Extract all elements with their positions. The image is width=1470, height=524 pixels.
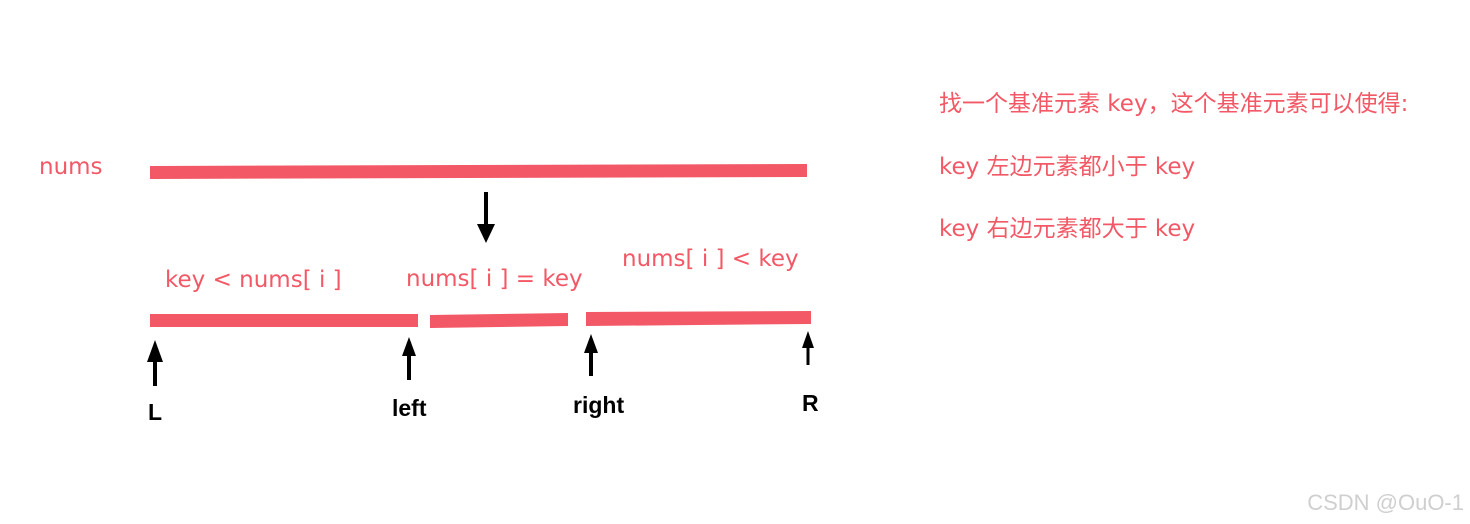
down-arrow-icon xyxy=(477,192,495,243)
up-arrow-right-icon xyxy=(584,334,598,376)
segment-label-less: key < nums[ i ] xyxy=(165,267,342,293)
up-arrow-l-icon xyxy=(147,340,163,386)
marker-l-label: L xyxy=(148,399,163,425)
note-line-1: 找一个基准元素 key，这个基准元素可以使得: xyxy=(939,91,1409,117)
segment-label-greater: nums[ i ] < key xyxy=(622,246,799,272)
segment-label-equal: nums[ i ] = key xyxy=(406,266,583,292)
up-arrow-left-icon xyxy=(402,337,416,380)
watermark: CSDN @OuO-1 xyxy=(1307,490,1464,515)
marker-right-label: right xyxy=(573,392,625,418)
note-line-2: key 左边元素都小于 key xyxy=(939,154,1196,180)
segment-bar-less xyxy=(150,314,418,327)
nums-array-bar xyxy=(150,164,807,179)
array-label: nums xyxy=(39,154,103,180)
marker-left-label: left xyxy=(392,395,427,421)
marker-r-label: R xyxy=(802,390,819,416)
up-arrow-r-icon xyxy=(802,331,814,365)
note-line-3: key 右边元素都大于 key xyxy=(939,216,1196,242)
segment-bar-equal xyxy=(430,313,568,328)
segment-bar-greater xyxy=(586,311,811,326)
